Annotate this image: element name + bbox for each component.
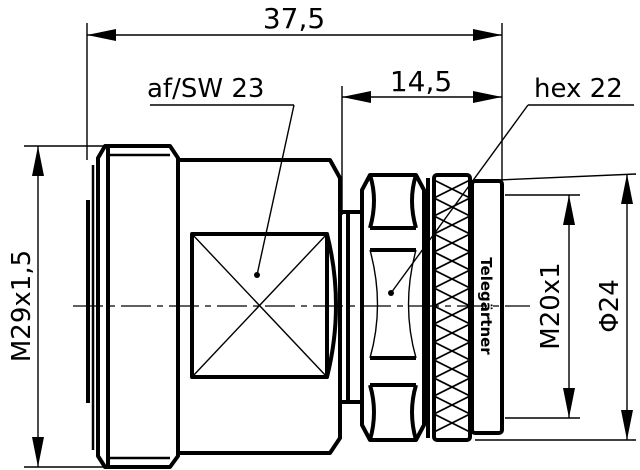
rear-length-label: 14,5	[390, 65, 452, 98]
thread-right-label: M20x1	[536, 262, 566, 349]
hex-nut-label: hex 22	[534, 74, 623, 104]
dimension-thread-left: M29x1,5	[7, 145, 112, 468]
dimension-rear-length: 14,5	[341, 65, 502, 215]
leader-dot	[254, 272, 260, 278]
callout-hex-nut: hex 22	[388, 74, 634, 296]
dimension-thread-right: M20x1	[505, 194, 580, 419]
knurled-ring	[426, 173, 472, 442]
neck	[340, 210, 362, 404]
overall-length-label: 37,5	[263, 2, 325, 35]
left-threaded-coupling	[86, 144, 180, 469]
wrench-flat-label: af/SW 23	[147, 74, 264, 104]
callout-wrench-flat: af/SW 23	[147, 74, 295, 278]
dimension-diameter: Φ24	[595, 174, 633, 440]
hex-nut	[360, 173, 426, 442]
dimension-overall-length: 37,5	[86, 2, 503, 180]
thread-left-label: M29x1,5	[7, 250, 37, 362]
knurl-pattern	[433, 179, 471, 433]
diameter-label: Φ24	[595, 279, 625, 333]
rear-barrel: Telegärtner	[470, 173, 637, 441]
leader-dot	[388, 290, 394, 296]
